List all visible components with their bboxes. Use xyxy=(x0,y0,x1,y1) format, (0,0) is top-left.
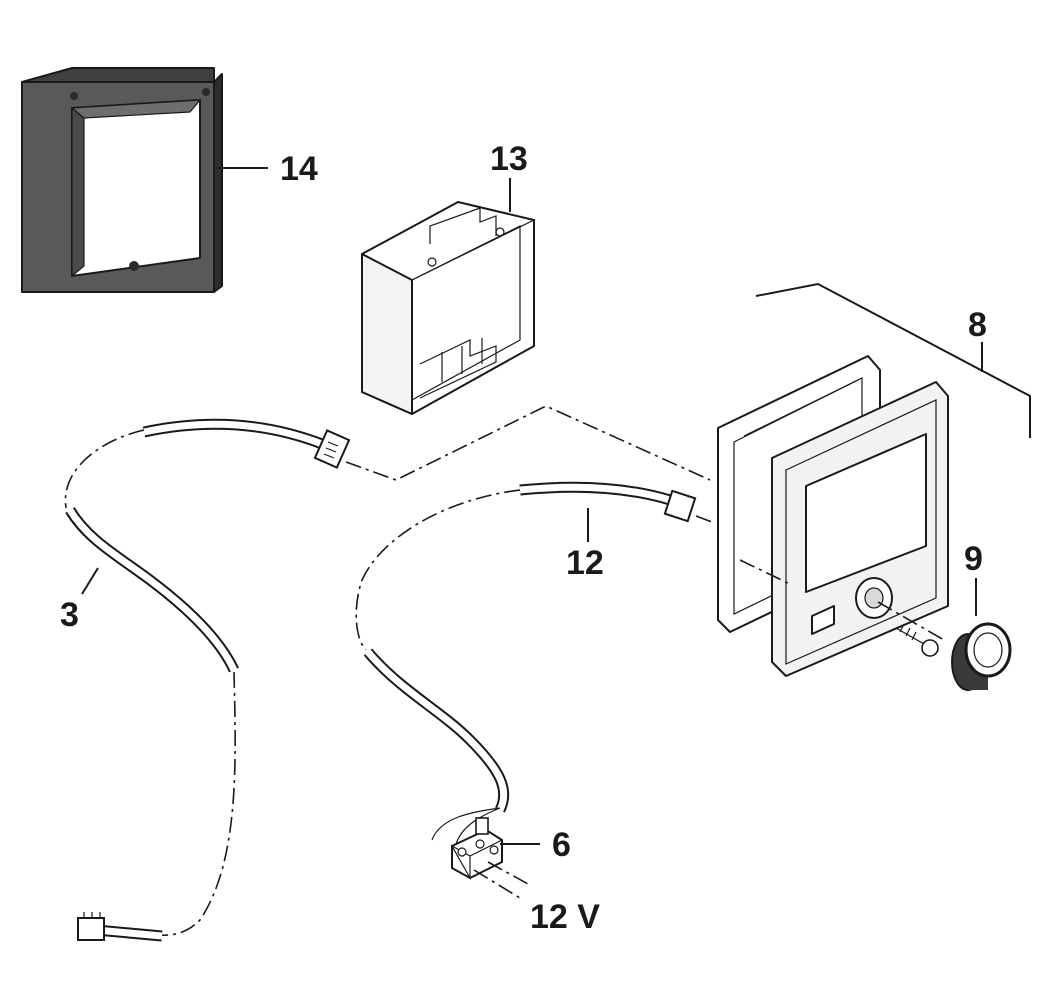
label-8: 8 xyxy=(968,306,987,344)
leader-line-3 xyxy=(81,567,99,595)
connection-line-power xyxy=(695,515,713,523)
label-13: 13 xyxy=(490,140,528,178)
mounting-frame-part xyxy=(21,67,223,293)
connection-line-knob xyxy=(877,601,945,641)
connection-line-panel xyxy=(739,559,791,585)
label-12v: 12 V xyxy=(530,898,600,936)
terminal-block-part xyxy=(450,817,503,881)
rotary-knob-part xyxy=(951,622,1012,691)
installation-box-part xyxy=(360,201,536,415)
label-12: 12 xyxy=(566,544,604,582)
supply-wires xyxy=(473,861,529,899)
power-cable-part xyxy=(355,481,697,845)
connection-line-data xyxy=(345,405,711,481)
label-14: 14 xyxy=(280,150,318,188)
data-cable-part xyxy=(64,418,351,942)
control-panel-part xyxy=(717,355,949,677)
label-6: 6 xyxy=(552,826,571,864)
bracket-line-8 xyxy=(755,282,1031,438)
label-9: 9 xyxy=(964,540,983,578)
label-3: 3 xyxy=(60,596,79,634)
